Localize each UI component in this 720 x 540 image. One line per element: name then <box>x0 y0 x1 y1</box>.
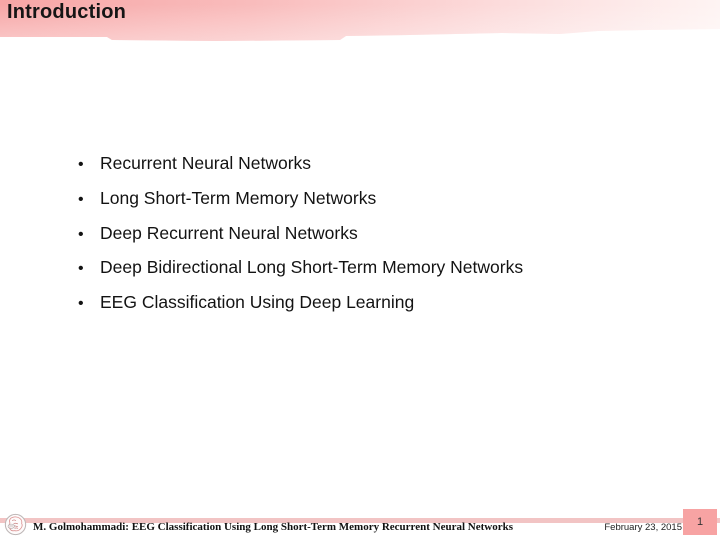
bullet-text: Long Short-Term Memory Networks <box>100 187 377 208</box>
page-number-badge: 1 <box>683 509 717 535</box>
bullet-list: • Recurrent Neural Networks • Long Short… <box>78 146 678 320</box>
bullet-icon: • <box>78 260 84 278</box>
footer-divider-strip <box>0 518 720 523</box>
page-title: Introduction <box>7 1 127 23</box>
list-item: • Deep Bidirectional Long Short-Term Mem… <box>78 250 678 285</box>
bullet-text: EEG Classification Using Deep Learning <box>100 292 415 313</box>
footer-date: February 23, 2015 <box>604 522 682 533</box>
bullet-text: Recurrent Neural Networks <box>100 153 312 173</box>
list-item: • Recurrent Neural Networks <box>78 146 678 181</box>
list-item: • Long Short-Term Memory Networks <box>78 181 678 216</box>
circular-seal-brain-logo-icon <box>4 513 27 536</box>
bullet-icon: • <box>78 156 84 173</box>
bullet-icon: • <box>78 225 84 243</box>
bullet-text: Deep Bidirectional Long Short-Term Memor… <box>100 257 524 278</box>
bullet-icon: • <box>78 295 84 313</box>
list-item: • Deep Recurrent Neural Networks <box>78 216 678 251</box>
footer-citation: M. Golmohammadi: EEG Classification Usin… <box>33 521 513 533</box>
list-item: • EEG Classification Using Deep Learning <box>78 285 678 320</box>
bullet-icon: • <box>78 190 84 208</box>
bullet-text: Deep Recurrent Neural Networks <box>100 222 358 243</box>
